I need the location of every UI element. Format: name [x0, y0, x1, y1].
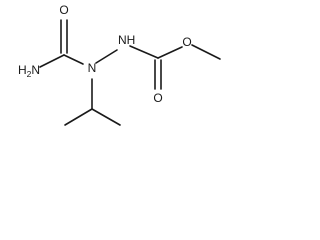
- atom-n1: N: [88, 61, 97, 75]
- bond-lines: [39, 19, 221, 126]
- atom-o-ester: O: [182, 35, 191, 49]
- atom-nh2: H2N: [18, 63, 40, 79]
- bond-ch-me2: [91, 108, 121, 126]
- atom-nh: NH: [118, 33, 135, 47]
- bond-n2-c2: [129, 45, 159, 59]
- bond-n1-n2: [95, 49, 118, 64]
- bond-o3-ch3: [191, 44, 221, 60]
- bond-ch-me1: [64, 108, 93, 126]
- atom-o-carbamate: O: [153, 91, 162, 105]
- atom-labels: O H2N N NH O O: [18, 3, 192, 105]
- bond-c1-nh2: [39, 54, 65, 68]
- bond-c1-n1: [63, 54, 84, 65]
- chemical-structure: O H2N N NH O O: [18, 3, 221, 126]
- bond-c2-o3: [157, 46, 183, 59]
- atom-o-urea: O: [59, 3, 68, 17]
